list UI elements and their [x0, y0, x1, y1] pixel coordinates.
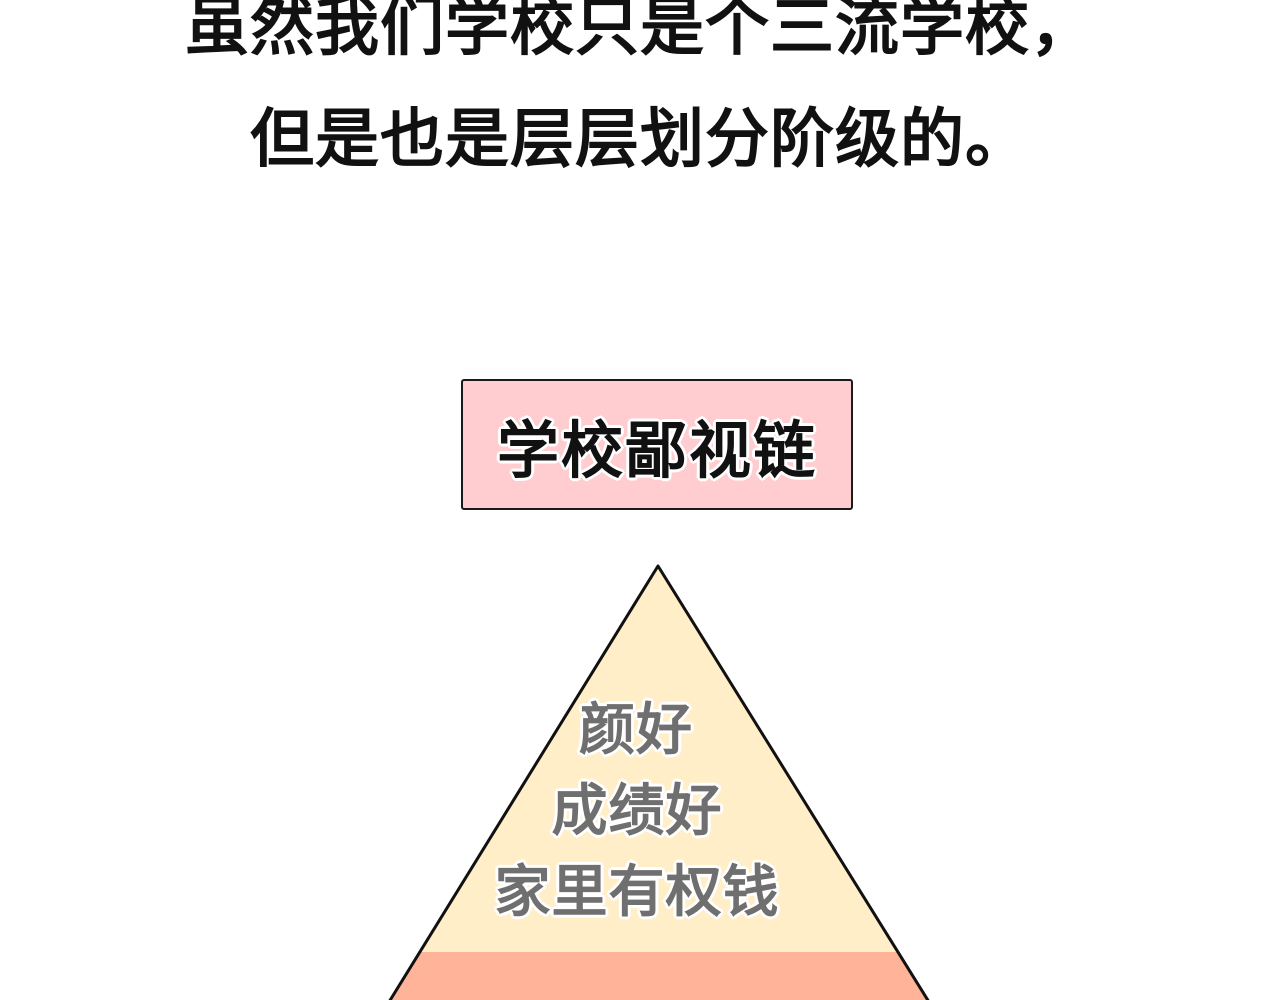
pyramid-outline [388, 564, 930, 1000]
title-box-label: 学校鄙视链 [496, 413, 817, 487]
pyramid-top-tier-line-3: 家里有权钱 [494, 860, 780, 925]
title-box: 学校鄙视链 [461, 379, 853, 510]
pyramid-top-tier-line-1: 颜好 [579, 698, 693, 763]
caption-line-1: 虽然我们学校只是个三流学校， [185, 0, 1095, 65]
caption-line-2: 但是也是层层划分阶级的。 [250, 103, 1030, 177]
pyramid-second-tier [389, 952, 929, 1000]
pyramid-top-tier-line-2: 成绩好 [551, 779, 723, 844]
